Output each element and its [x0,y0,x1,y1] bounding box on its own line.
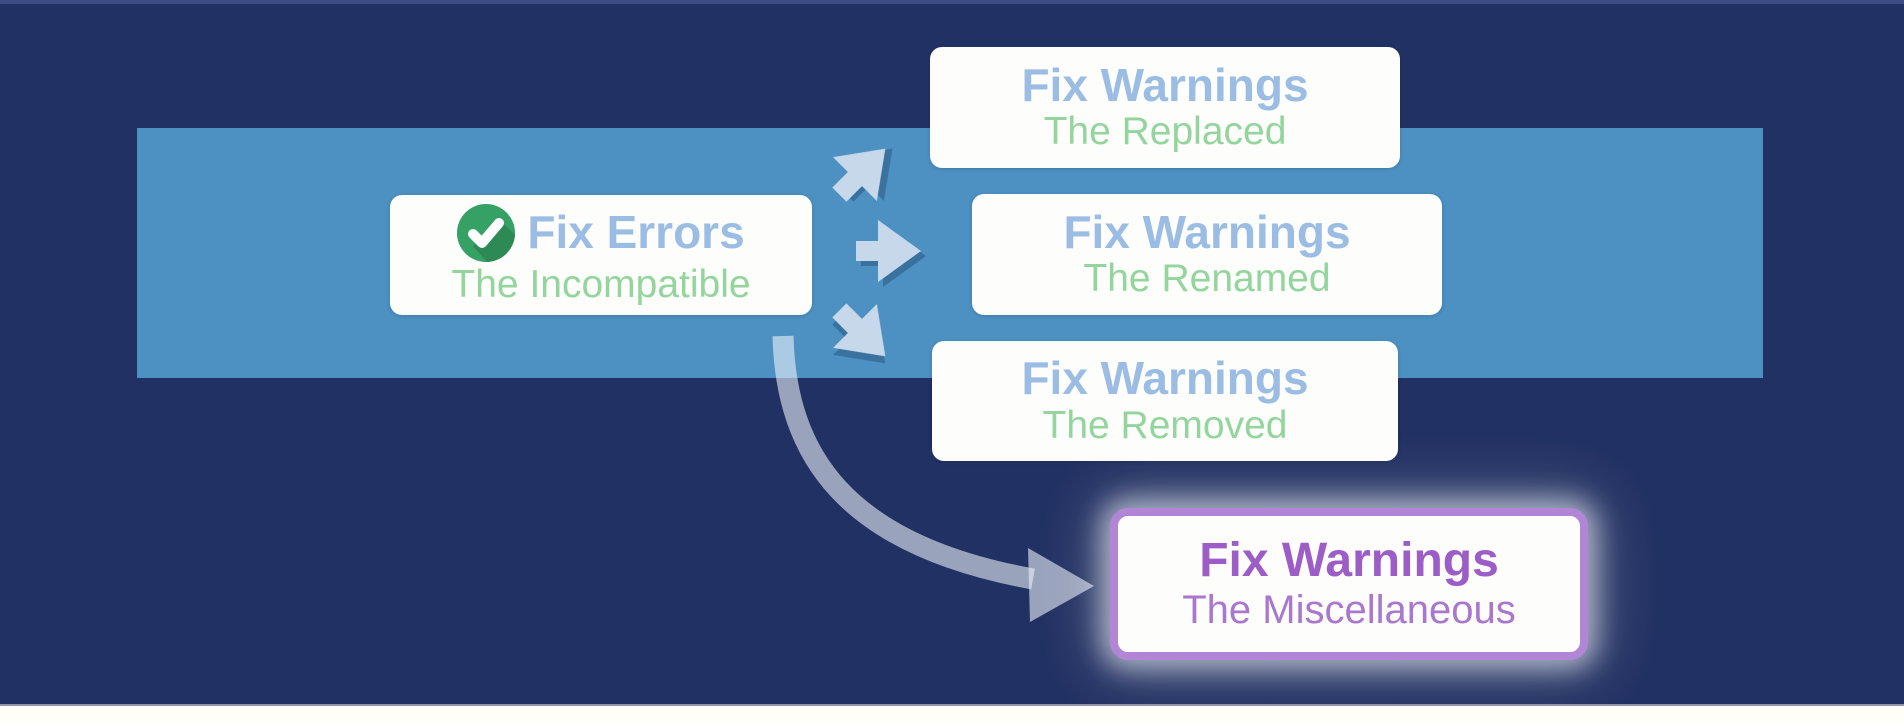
card-subtitle: The Incompatible [451,262,751,306]
card-title: Fix Warnings [1021,352,1309,405]
card-fix-warnings-renamed: Fix Warnings The Renamed [972,194,1442,315]
card-subtitle: The Replaced [1043,110,1287,154]
card-fix-errors: Fix Errors The Incompatible [390,195,812,315]
top-edge-highlight [0,0,1904,4]
check-circle-icon [457,203,516,262]
card-title: Fix Errors [527,206,745,259]
card-title: Fix Warnings [1021,58,1309,111]
card-fix-warnings-miscellaneous: Fix Warnings The Miscellaneous [1110,508,1588,660]
card-fix-warnings-removed: Fix Warnings The Removed [932,341,1398,461]
card-title: Fix Warnings [1063,205,1351,258]
card-subtitle: The Miscellaneous [1182,588,1516,633]
card-fix-warnings-replaced: Fix Warnings The Replaced [930,47,1400,168]
card-title: Fix Warnings [1199,533,1499,587]
page-bottom-edge [0,704,1904,722]
card-subtitle: The Removed [1042,403,1288,447]
card-subtitle: The Renamed [1083,257,1331,301]
